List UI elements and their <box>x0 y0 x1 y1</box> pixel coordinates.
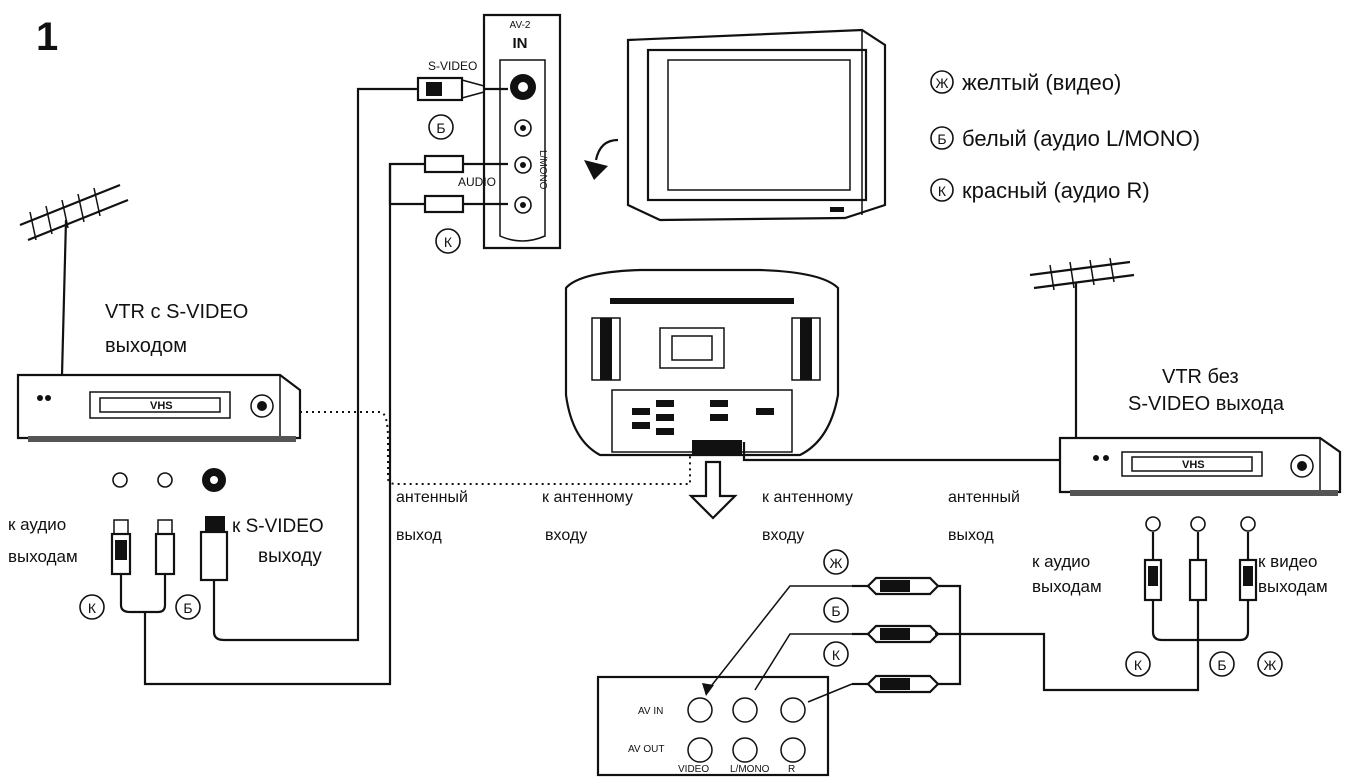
label-to-audio-outputs-right-2: выходам <box>1032 577 1102 596</box>
av-out-label: AV OUT <box>628 744 664 755</box>
audio-cable <box>143 162 425 686</box>
label-antenna-output: антенный <box>396 489 468 506</box>
vcr-left-caption: VTR с S-VIDEO <box>105 301 248 323</box>
marker-zh: Ж <box>830 555 843 571</box>
label-antenna-output-right-2: выход <box>948 527 994 544</box>
marker-k: К <box>1134 657 1143 673</box>
rca-plug-icon <box>423 194 508 214</box>
tv-front <box>626 28 887 222</box>
marker-k: К <box>88 600 97 616</box>
jack-icon <box>780 737 806 763</box>
rca-plug-icon <box>852 674 940 694</box>
vcr-right: VHS <box>1058 436 1342 496</box>
rca-plug-icon <box>1188 558 1208 602</box>
figure-number: 1 <box>36 15 58 59</box>
jack-icon <box>112 472 128 488</box>
marker-b: Б <box>831 603 840 619</box>
label-to-svideo-output: к S-VIDEO <box>232 516 324 537</box>
label-to-audio-outputs-right: к аудио <box>1032 552 1090 571</box>
legend-symbol: К <box>938 183 947 199</box>
label-to-antenna-input-right-2: входу <box>762 527 804 544</box>
svideo-plug-icon <box>199 516 229 582</box>
arrow-head-icon <box>584 160 608 180</box>
lmono-side-label: L/MONO <box>537 150 548 190</box>
legend-text: желтый (видео) <box>962 70 1121 95</box>
antenna-right-icon <box>1029 257 1135 438</box>
jack-icon <box>780 697 806 723</box>
rca-plug-icon <box>423 154 508 174</box>
rca-plug-icon <box>110 519 132 576</box>
vhs-label: VHS <box>1182 459 1205 471</box>
svideo-cable <box>212 87 418 642</box>
jack-icon <box>1190 516 1206 532</box>
audio-cable <box>935 600 1200 692</box>
marker-k: К <box>832 647 841 663</box>
legend-item-yellow: Ж желтый (видео) <box>930 70 1121 95</box>
antenna-left-icon <box>19 183 129 376</box>
label-to-antenna-input-right: к антенному <box>762 489 853 506</box>
audio-cable <box>119 574 167 614</box>
r-jack-label: R <box>788 764 795 775</box>
vcr-right-caption-2: S-VIDEO выхода <box>1128 393 1285 415</box>
jack-icon <box>687 737 713 763</box>
label-to-audio-outputs-2: выходам <box>8 547 78 566</box>
label-to-video-outputs: к видео <box>1258 552 1318 571</box>
legend-symbol: Ж <box>936 75 949 91</box>
av2-side-panel: AV-2 IN L/MONO <box>482 13 562 250</box>
vhs-label: VHS <box>150 400 173 412</box>
marker-b: Б <box>436 120 445 136</box>
antenna-cable-right <box>742 442 1060 462</box>
vcr-left-caption-2: выходом <box>105 335 187 357</box>
lmono-jack-label: L/MONO <box>730 764 770 775</box>
av2-label: AV-2 <box>510 20 531 31</box>
label-to-antenna-input-2: входу <box>545 527 587 544</box>
jack-icon <box>1240 516 1256 532</box>
label-to-video-outputs-2: выходам <box>1258 577 1328 596</box>
legend-text: белый (аудио L/MONO) <box>962 126 1200 151</box>
svideo-plug-icon <box>416 76 508 102</box>
marker-zh: Ж <box>1264 657 1277 673</box>
legend-item-white: Б белый (аудио L/MONO) <box>930 126 1200 151</box>
curved-arrow-icon <box>594 138 619 161</box>
marker-k: К <box>444 234 453 250</box>
audio-cable <box>388 164 425 206</box>
av-in-label: AV IN <box>638 706 663 717</box>
legend-item-red: К красный (аудио R) <box>930 178 1150 203</box>
legend-text: красный (аудио R) <box>962 178 1150 203</box>
down-arrow-icon <box>688 460 738 520</box>
marker-b: Б <box>1217 657 1226 673</box>
jack-icon <box>732 697 758 723</box>
vcr-right-caption: VTR без <box>1162 366 1239 388</box>
av-in-out-panel: AV IN AV OUT VIDEO L/MONO R <box>596 675 830 777</box>
label-to-svideo-output-2: выходу <box>258 546 322 567</box>
jack-icon <box>732 737 758 763</box>
vcr-left: VHS <box>16 373 302 442</box>
jack-icon <box>157 472 173 488</box>
marker-b: Б <box>183 600 192 616</box>
label-to-antenna-input: к антенному <box>542 489 633 506</box>
jack-icon <box>1145 516 1161 532</box>
audio-plug-label: AUDIO <box>458 175 496 189</box>
legend: Ж желтый (видео) Б белый (аудио L/MONO) … <box>930 70 1200 203</box>
label-antenna-output-2: выход <box>396 527 442 544</box>
rca-plug-icon <box>852 624 940 644</box>
svideo-plug-label: S-VIDEO <box>428 59 477 73</box>
av2-in-label: IN <box>513 35 528 52</box>
audio-cable <box>1151 600 1250 642</box>
rca-plug-icon <box>852 576 940 596</box>
label-to-audio-outputs: к аудио <box>8 515 66 534</box>
legend-symbol: Б <box>937 131 946 147</box>
jack-icon <box>687 697 713 723</box>
rca-plug-icon <box>154 519 176 576</box>
tv-rear <box>564 268 840 457</box>
label-antenna-output-right: антенный <box>948 489 1020 506</box>
video-jack-label: VIDEO <box>678 764 709 775</box>
